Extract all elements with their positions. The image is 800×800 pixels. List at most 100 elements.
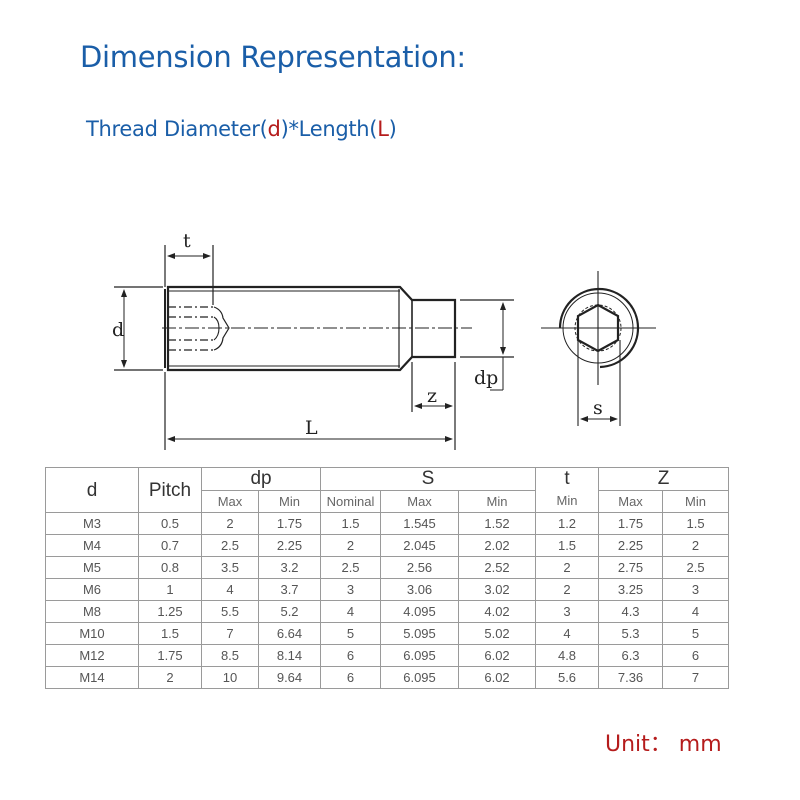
cell-z-min: 7 [662,666,730,689]
cell-d: M10 [45,622,139,645]
cell-z-max: 3.25 [598,578,664,601]
cell-pitch: 1.25 [138,600,202,623]
cell-s-max: 2.045 [380,534,460,557]
unit-label: Unit： mm [605,732,722,757]
cell-s-min: 1.52 [458,512,537,535]
end-view [541,271,656,426]
subtitle-suffix: ) [388,117,397,141]
cell-s-min: 3.02 [458,578,537,601]
cell-dp-max: 10 [201,666,259,689]
cell-z-max: 2.75 [598,556,664,579]
cell-z-min: 2.5 [662,556,730,579]
subtitle-d-symbol: d [267,117,281,141]
header-z: Z [598,467,730,491]
cell-dp-min: 3.7 [257,578,322,601]
cell-dp-min: 9.64 [257,666,322,689]
cell-dp-min: 5.2 [257,600,322,623]
cell-t-min: 4.8 [535,644,600,667]
subtitle-mid: )*Length( [280,117,378,141]
cell-z-min: 6 [662,644,730,667]
cell-d: M8 [45,600,139,623]
cell-z-max: 7.36 [598,666,664,689]
cell-z-min: 3 [662,578,730,601]
header-dp: dp [200,467,322,491]
label-d: d [112,319,124,341]
cell-pitch: 0.8 [138,556,202,579]
cell-t-min: 4 [535,622,600,645]
cell-pitch: 1.5 [138,622,202,645]
cell-d: M14 [45,666,139,689]
cell-z-min: 2 [662,534,730,557]
header-z-max: Max [598,490,664,513]
cell-s-max: 6.095 [380,666,460,689]
cell-s-min: 5.02 [458,622,537,645]
cell-d: M4 [45,534,139,557]
cell-dp-max: 7 [201,622,259,645]
cell-t-min: 1.2 [535,512,600,535]
cell-z-max: 6.3 [598,644,664,667]
cell-dp-min: 6.64 [257,622,322,645]
table-header-row-2: Max Min Nominal Max Min Max Min [46,490,730,513]
header-s-min: Min [458,490,537,513]
cell-s-nominal: 4 [320,600,382,623]
dimension-labels: t d dp z L s [112,230,603,439]
cell-s-nominal: 2.5 [320,556,382,579]
cell-s-nominal: 3 [320,578,382,601]
cell-dp-min: 1.75 [257,512,322,535]
cell-s-nominal: 6 [320,666,382,689]
label-dp: dp [474,367,498,389]
cell-dp-max: 8.5 [201,644,259,667]
subtitle-L-symbol: L [377,117,389,141]
cell-pitch: 2 [138,666,202,689]
cell-dp-max: 4 [201,578,259,601]
cell-t-min: 3 [535,600,600,623]
page-title: Dimension Representation: [80,40,466,74]
cell-s-min: 6.02 [458,666,537,689]
cell-z-max: 1.75 [598,512,664,535]
label-s: s [593,397,603,419]
header-s-max: Max [380,490,460,513]
header-d: d [45,467,139,513]
cell-z-min: 5 [662,622,730,645]
cell-d: M6 [45,578,139,601]
header-z-min: Min [662,490,730,513]
cell-pitch: 1.75 [138,644,202,667]
header-s: S [320,467,537,491]
side-view [114,245,514,450]
cell-d: M3 [45,512,139,535]
cell-s-min: 4.02 [458,600,537,623]
header-pitch: Pitch [138,467,202,513]
cell-dp-max: 2 [201,512,259,535]
cell-t-min: 2 [535,578,600,601]
cell-s-max: 1.545 [380,512,460,535]
cell-dp-min: 2.25 [257,534,322,557]
cell-s-max: 5.095 [380,622,460,645]
cell-s-nominal: 1.5 [320,512,382,535]
header-s-nominal: Nominal [320,490,382,513]
cell-pitch: 0.7 [138,534,202,557]
dimension-format-subtitle: Thread Diameter(d)*Length(L) [86,117,397,141]
header-t-label: t [564,468,570,489]
cell-z-min: 1.5 [662,512,730,535]
label-L: L [305,417,318,439]
cell-s-max: 3.06 [380,578,460,601]
cell-dp-max: 2.5 [201,534,259,557]
header-dp-max: Max [201,490,259,513]
cell-s-nominal: 5 [320,622,382,645]
subtitle-prefix: Thread Diameter( [86,117,268,141]
header-t-min: Min [556,493,578,508]
cell-z-max: 4.3 [598,600,664,623]
cell-dp-max: 3.5 [201,556,259,579]
cell-pitch: 0.5 [138,512,202,535]
cell-d: M12 [45,644,139,667]
